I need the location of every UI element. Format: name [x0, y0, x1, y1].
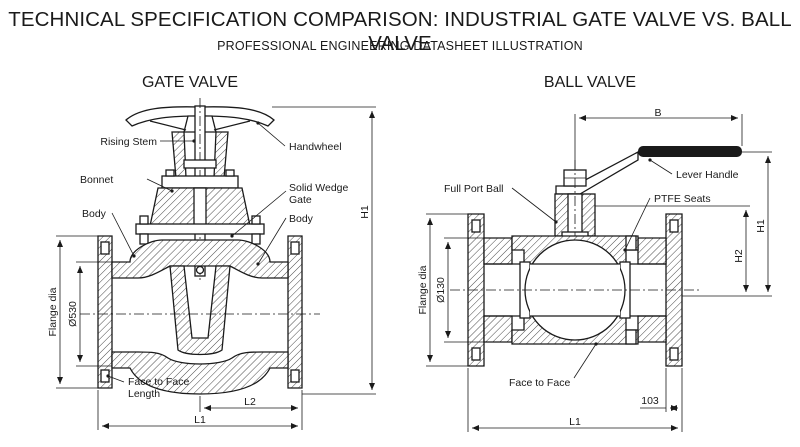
dim-ball-flange-dia: Flange dia	[417, 265, 429, 314]
dim-gate-l1: L1	[194, 414, 206, 426]
label-face-to-face-2: Length	[128, 388, 160, 400]
dim-ball-b: B	[654, 107, 661, 119]
label-face-to-face: Face to Face	[509, 377, 570, 389]
dim-ball-h1: H1	[755, 219, 767, 233]
label-body-left: Body	[82, 208, 107, 220]
dim-ball-l1: L1	[569, 416, 581, 428]
dim-gate-h1: H1	[359, 205, 371, 219]
gate-wedge	[169, 265, 231, 356]
label-ptfe-seats: PTFE Seats	[654, 193, 711, 205]
gate-body	[97, 235, 303, 395]
label-body-right: Body	[289, 213, 314, 225]
dim-gate-bore: Ø530	[67, 301, 79, 327]
label-solid-wedge-2: Gate	[289, 194, 312, 206]
gate-valve-drawing: GATE VALVE	[47, 74, 376, 430]
ball-valve-drawing: BALL VALVE	[417, 74, 772, 432]
dim-ball-103: 103	[641, 395, 659, 407]
label-full-port-ball: Full Port Ball	[444, 183, 504, 195]
gate-dimensions: Flange dia Ø530 H1 L1 L2	[47, 106, 376, 430]
ball-lever-handle	[555, 146, 742, 195]
gate-yoke	[171, 131, 229, 179]
gate-bonnet	[135, 169, 265, 245]
dim-ball-bore: Ø130	[435, 277, 447, 303]
page-subtitle: PROFESSIONAL ENGINEERING DATASHEET ILLUS…	[217, 39, 583, 53]
dim-gate-flange-dia: Flange dia	[47, 287, 59, 336]
ball-valve-heading: BALL VALVE	[544, 74, 636, 91]
ball-dimensions: B H1 H2 Flange dia Ø130	[417, 107, 772, 432]
ball-stem	[554, 160, 596, 300]
label-solid-wedge-1: Solid Wedge	[289, 182, 349, 194]
label-face-to-face-1: Face to Face	[128, 376, 189, 388]
label-bonnet: Bonnet	[80, 174, 113, 186]
label-rising-stem: Rising Stem	[100, 136, 157, 148]
ball-body	[467, 213, 683, 367]
page-title: TECHNICAL SPECIFICATION COMPARISON: INDU…	[8, 8, 792, 55]
label-lever-handle: Lever Handle	[676, 169, 739, 181]
gate-valve-heading: GATE VALVE	[142, 74, 238, 91]
dim-gate-l2: L2	[244, 396, 256, 408]
label-handwheel: Handwheel	[289, 141, 342, 153]
dim-ball-h2: H2	[733, 249, 745, 263]
